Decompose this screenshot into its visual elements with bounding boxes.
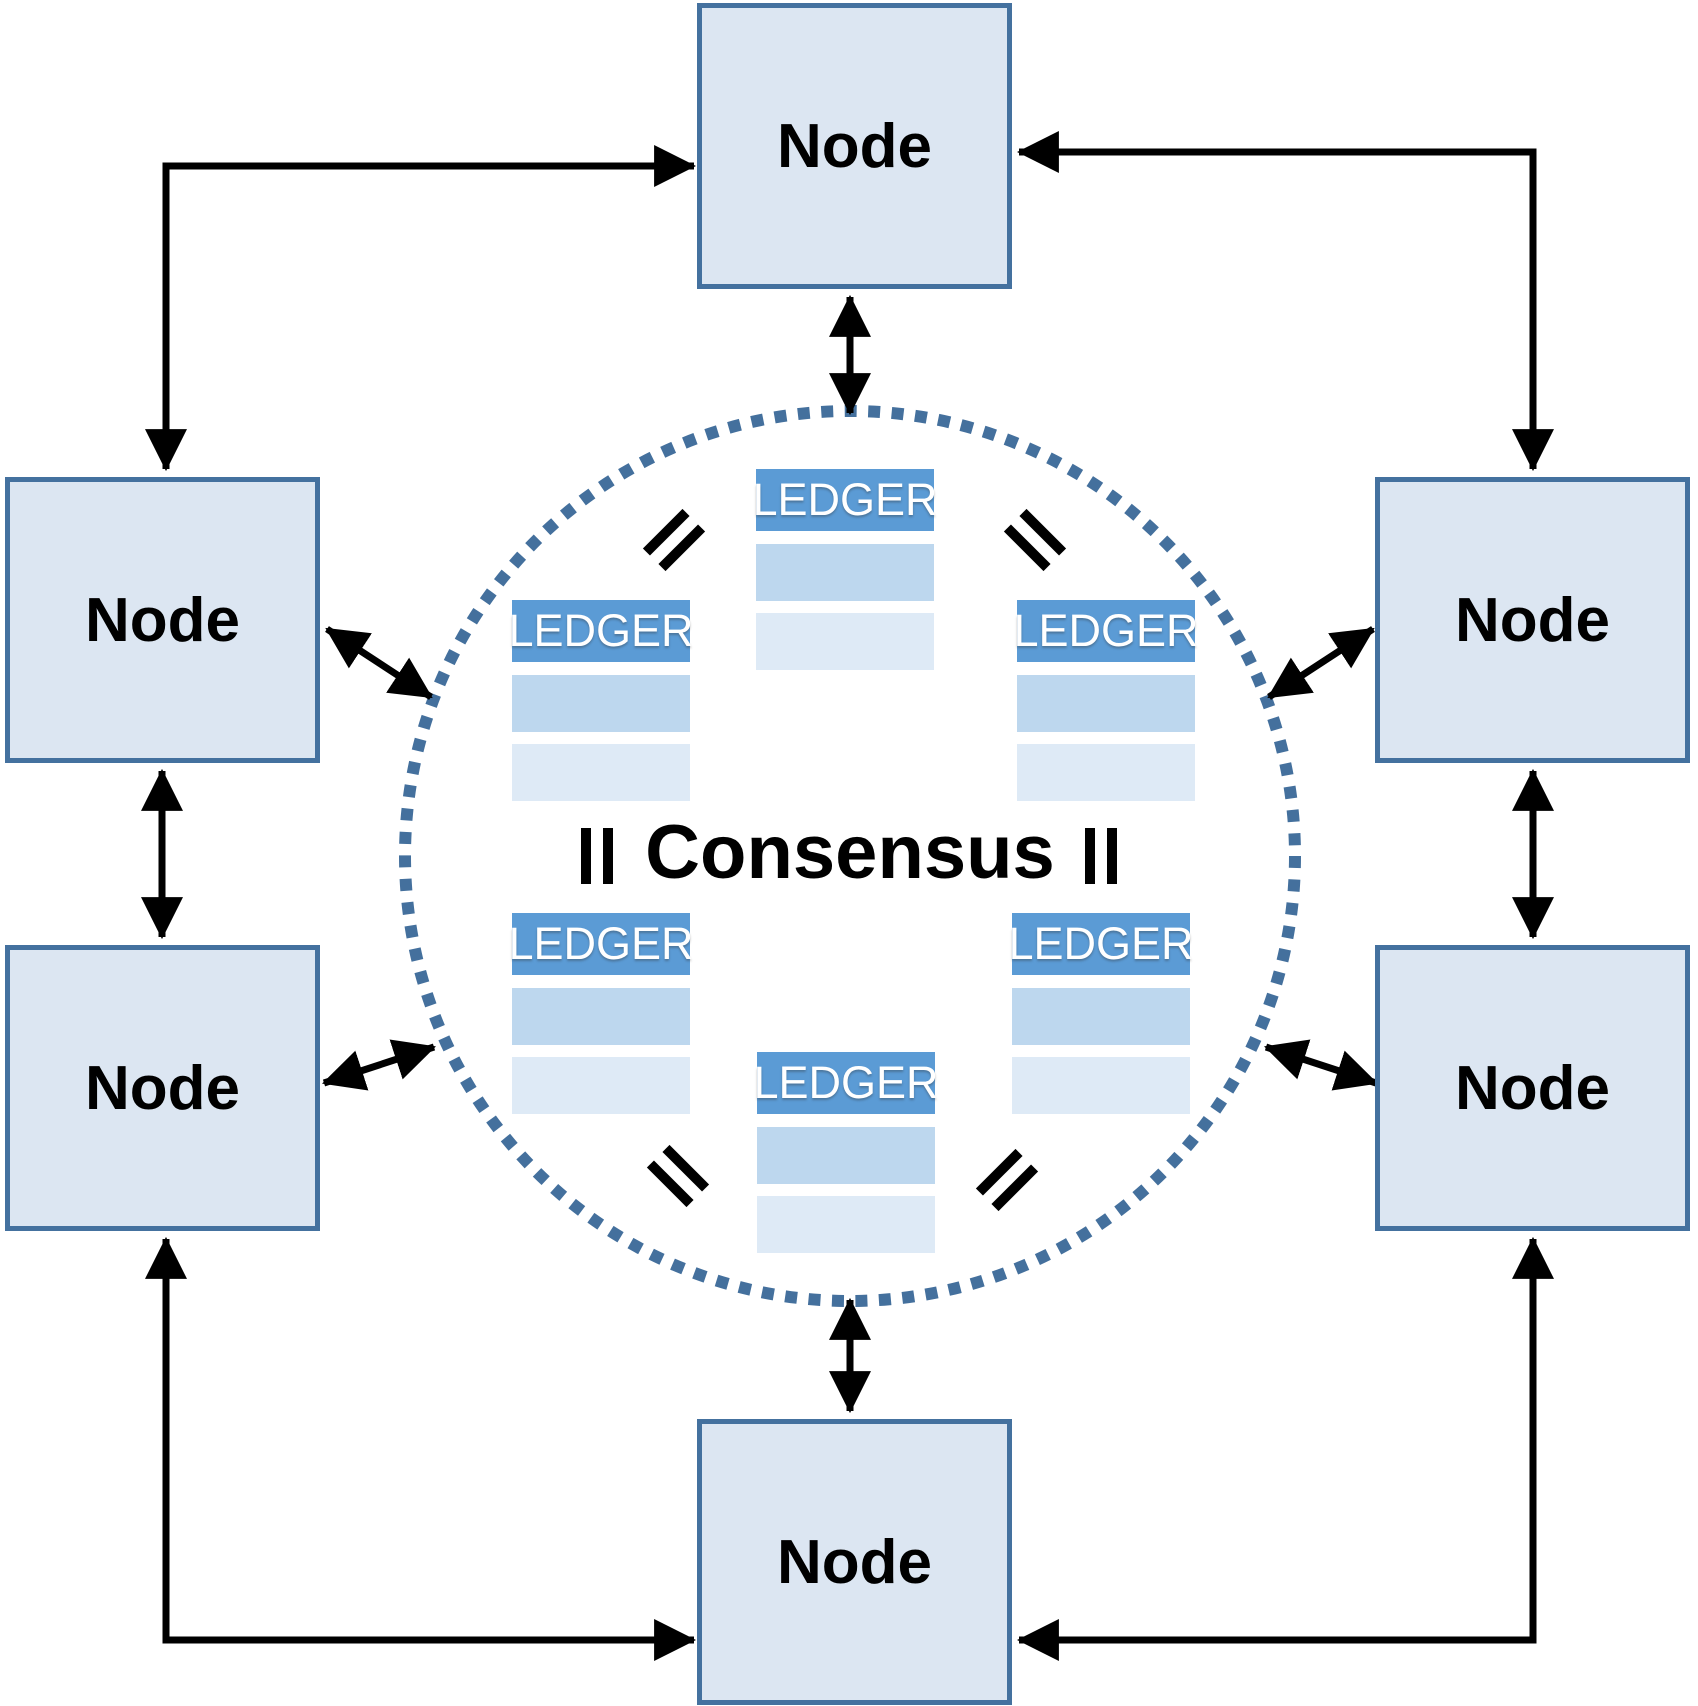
node-box-right-lower: Node (1375, 945, 1690, 1231)
ledger-label: LEDGER (508, 918, 694, 969)
node-label: Node (777, 111, 932, 181)
node-box-top: Node (697, 3, 1012, 289)
arrow-corner-bottom-left (145, 1236, 697, 1661)
arrow-corner-bottom-right (1016, 1236, 1554, 1661)
equals-bar (581, 828, 591, 884)
ledger-row (1017, 744, 1195, 801)
arrow-right-upper-circle (1267, 626, 1375, 700)
ledger-label: LEDGER (508, 605, 694, 656)
ledger-row (1012, 988, 1190, 1045)
ledger-header: LEDGER (1008, 913, 1194, 975)
ledger-label: LEDGER (1008, 918, 1194, 969)
equals-bar (603, 828, 613, 884)
ledger-row (1017, 675, 1195, 732)
arrow-right-lower-circle (1264, 1039, 1378, 1091)
node-label: Node (85, 585, 240, 655)
consensus-label: Consensus (645, 810, 1055, 896)
arrow-corner-top-left (145, 145, 697, 472)
ledger-label: LEDGER (753, 1057, 939, 1108)
equals-icon (1085, 828, 1117, 884)
ledger-label: LEDGER (1013, 605, 1199, 656)
ledger-row (512, 744, 690, 801)
equals-bar (1107, 828, 1117, 884)
node-box-left-upper: Node (5, 477, 320, 763)
ledger-header: LEDGER (508, 913, 694, 975)
ledger-row (756, 613, 934, 670)
node-box-right-upper: Node (1375, 477, 1690, 763)
ledger-row (757, 1196, 935, 1253)
ledger-row (756, 544, 934, 601)
ledger-table-lower-right: LEDGER (1008, 913, 1194, 1126)
ledger-table-right: LEDGER (1013, 600, 1199, 813)
ledger-row (1012, 1057, 1190, 1114)
node-box-left-lower: Node (5, 945, 320, 1231)
node-box-bottom: Node (697, 1419, 1012, 1705)
ledger-header: LEDGER (752, 469, 938, 531)
ledger-row (512, 675, 690, 732)
ledger-header: LEDGER (1013, 600, 1199, 662)
ledger-table-top: LEDGER (752, 469, 938, 682)
arrow-corner-top-right (1016, 131, 1554, 472)
equals-icon (581, 828, 613, 884)
node-label: Node (85, 1053, 240, 1123)
ledger-table-bottom: LEDGER (753, 1052, 939, 1265)
ledger-table-left: LEDGER (508, 600, 694, 813)
ledger-row (512, 1057, 690, 1114)
ledger-table-lower-left: LEDGER (508, 913, 694, 1126)
equals-bar (1085, 828, 1095, 884)
node-label: Node (1455, 585, 1610, 655)
arrow-left-lower-circle (322, 1039, 436, 1091)
node-label: Node (777, 1527, 932, 1597)
ledger-header: LEDGER (508, 600, 694, 662)
ledger-row (757, 1127, 935, 1184)
arrow-left-upper-circle (325, 626, 433, 700)
ledger-label: LEDGER (752, 474, 938, 525)
ledger-header: LEDGER (753, 1052, 939, 1114)
ledger-row (512, 988, 690, 1045)
node-label: Node (1455, 1053, 1610, 1123)
